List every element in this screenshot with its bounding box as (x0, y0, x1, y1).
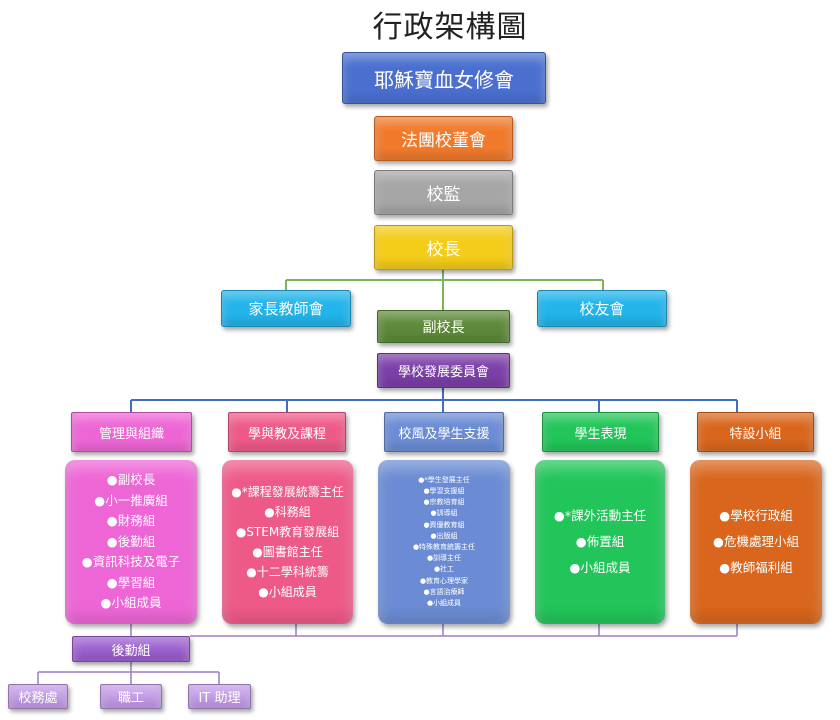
logistics-sub-office: 校務處 (8, 684, 68, 709)
dept-panel-support: ●*學生發展主任 ●學習支援組 ●宗教培育組 ●訓導組 ●資優教育組 ●出版組 … (378, 460, 510, 624)
list-item: ●教育心理學家 (419, 576, 469, 585)
list-item: ●*學生發展主任 (418, 475, 470, 484)
list-item: ●小組成員 (258, 585, 317, 599)
list-item: ●十二學科統籌 (246, 565, 329, 579)
list-item: ●後勤組 (106, 533, 156, 549)
list-item: ●小一推廣組 (94, 492, 168, 508)
list-item: ●學校行政組 (719, 508, 793, 523)
list-item: ●STEM教育發展組 (235, 525, 340, 539)
pta-box: 家長教師會 (221, 290, 351, 327)
dept-header-special: 特設小組 (697, 412, 814, 452)
dept-panel-learning: ●*課程發展統籌主任 ●科務組 ●STEM教育發展組 ●圖書館主任 ●十二學科統… (222, 460, 353, 624)
chart-title: 行政架構圖 (372, 10, 528, 45)
list-item: ●宗教培育組 (423, 498, 465, 507)
list-item: ●社工 (433, 565, 455, 574)
supervisor-box: 校監 (374, 170, 513, 215)
list-item: ●訓導組 (430, 509, 458, 518)
dept-header-management: 管理與組織 (71, 412, 192, 452)
list-item: ●圖書館主任 (252, 545, 323, 559)
dept-header-learning: 學與教及課程 (228, 412, 346, 452)
list-item: ●訓導主任 (426, 554, 462, 563)
dept-panel-performance: ●*課外活動主任 ●佈置組 ●小組成員 (535, 460, 665, 624)
list-item: ●*課程發展統籌主任 (231, 485, 344, 499)
list-item: ●*課外活動主任 (553, 508, 647, 523)
principal-connectors (285, 270, 604, 310)
logistics-box: 後勤組 (72, 636, 190, 662)
list-item: ●小組成員 (100, 595, 162, 611)
list-item: ●財務組 (106, 513, 156, 529)
dev-committee-box: 學校發展委員會 (377, 353, 510, 388)
board-box: 法團校董會 (374, 116, 513, 161)
list-item: ●出版組 (430, 531, 458, 540)
logistics-sub-staff: 職工 (100, 684, 162, 709)
list-item: ●學習組 (106, 574, 156, 590)
list-item: ●科務組 (264, 505, 311, 519)
list-item: ●資優教育組 (423, 520, 465, 529)
logistics-connectors (37, 624, 738, 684)
dept-panel-special: ●學校行政組 ●危機處理小組 ●教師福利組 (690, 460, 822, 624)
dept-header-performance: 學生表現 (542, 412, 659, 452)
congregation-box: 耶穌寶血女修會 (342, 52, 546, 104)
dept-header-support: 校風及學生支援 (384, 412, 504, 452)
list-item: ●小組成員 (426, 599, 462, 608)
list-item: ●危機處理小組 (713, 534, 799, 549)
list-item: ●佈置組 (575, 534, 625, 549)
department-connectors (130, 388, 738, 412)
principal-box: 校長 (374, 225, 513, 270)
dept-panel-management: ●副校長 ●小一推廣組 ●財務組 ●後勤組 ●資訊科技及電子 ●學習組 ●小組成… (65, 460, 197, 624)
vice-principal-box: 副校長 (377, 310, 510, 343)
alumni-box: 校友會 (537, 290, 667, 327)
list-item: ●小組成員 (569, 560, 631, 575)
list-item: ●言語治療師 (423, 587, 465, 596)
logistics-sub-it: IT 助理 (188, 684, 251, 709)
list-item: ●資訊科技及電子 (81, 554, 181, 570)
list-item: ●教師福利組 (719, 560, 793, 575)
list-item: ●副校長 (106, 472, 156, 488)
list-item: ●特殊教育統籌主任 (412, 543, 476, 551)
list-item: ●學習支援組 (423, 486, 465, 495)
